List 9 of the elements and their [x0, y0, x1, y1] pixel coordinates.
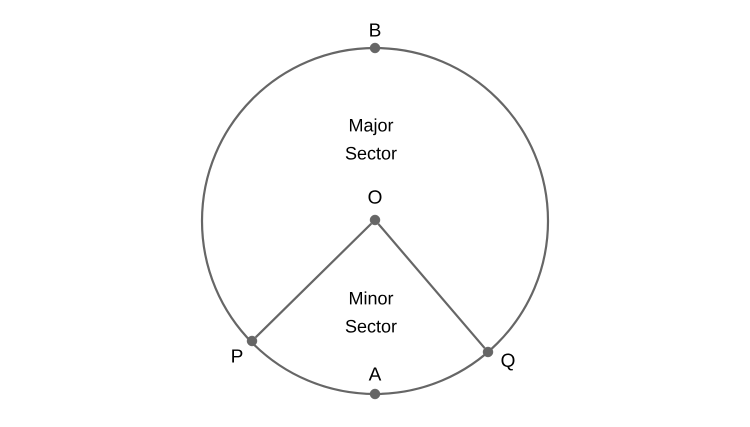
point-label: B — [370, 23, 380, 37]
region-label: Major Sector — [346, 118, 397, 160]
point-label: O — [368, 190, 382, 204]
point-label: A — [368, 367, 382, 381]
region-label: Minor Sector — [346, 291, 397, 333]
radius-line — [378, 223, 486, 349]
point-label: Q — [502, 354, 514, 370]
radius-line — [254, 222, 372, 338]
point-label: P — [232, 349, 242, 363]
